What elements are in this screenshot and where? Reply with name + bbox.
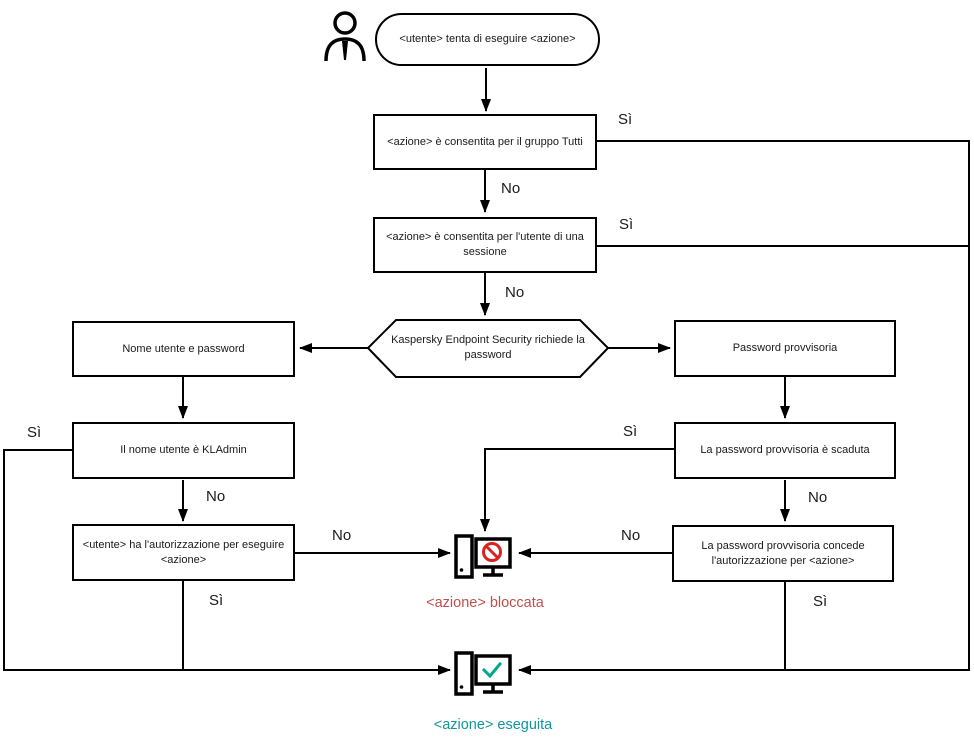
node-user-has-permission: <utente> ha l'autorizzazione per eseguir… xyxy=(72,524,295,581)
node-group-allowed: <azione> è consentita per il gruppo Tutt… xyxy=(373,114,597,170)
user-icon xyxy=(324,11,366,62)
node-is-kladmin: Il nome utente è KLAdmin xyxy=(72,422,295,479)
edge-label-kladmin-no: No xyxy=(206,488,226,505)
edge-label-group-yes: Sì xyxy=(618,111,633,128)
node-temp-expired: La password provvisoria è scaduta xyxy=(674,422,896,479)
node-kes-prompt: Kaspersky Endpoint Security richiede la … xyxy=(391,334,585,361)
edge-label-session-yes: Sì xyxy=(619,216,634,233)
edge-expired-yes-to-blocked xyxy=(480,448,674,532)
node-username-password: Nome utente e password xyxy=(72,321,295,377)
decision-hexagon xyxy=(366,319,610,378)
edge-label-grants-yes: Sì xyxy=(813,593,828,610)
node-start: <utente> tenta di eseguire <azione> xyxy=(375,13,600,66)
edge-label-kladmin-yes: Sì xyxy=(27,424,42,441)
executed-caption: <azione> eseguita xyxy=(433,717,553,733)
edge-kladmin-yes-left-down xyxy=(3,449,451,675)
edge-label-expired-yes: Sì xyxy=(623,423,638,440)
edge-label-session-no: No xyxy=(505,284,525,301)
node-temp-grants: La password provvisoria concede l'autori… xyxy=(672,525,894,582)
executed-computer-icon xyxy=(454,651,512,696)
edge-group-yes-right-down xyxy=(518,140,970,675)
blocked-caption: <azione> bloccata xyxy=(426,595,544,611)
edge-label-permission-no: No xyxy=(332,527,352,544)
blocked-computer-icon xyxy=(454,534,512,579)
node-session-allowed: <azione> è consentita per l'utente di un… xyxy=(373,217,597,273)
edge-label-expired-no: No xyxy=(808,489,828,506)
check-icon xyxy=(481,661,503,679)
node-temp-password: Password provvisoria xyxy=(674,320,896,377)
edge-label-group-no: No xyxy=(501,180,521,197)
edge-label-grants-no: No xyxy=(621,527,641,544)
prohibit-icon xyxy=(482,542,502,562)
edge-label-permission-yes: Sì xyxy=(209,592,224,609)
